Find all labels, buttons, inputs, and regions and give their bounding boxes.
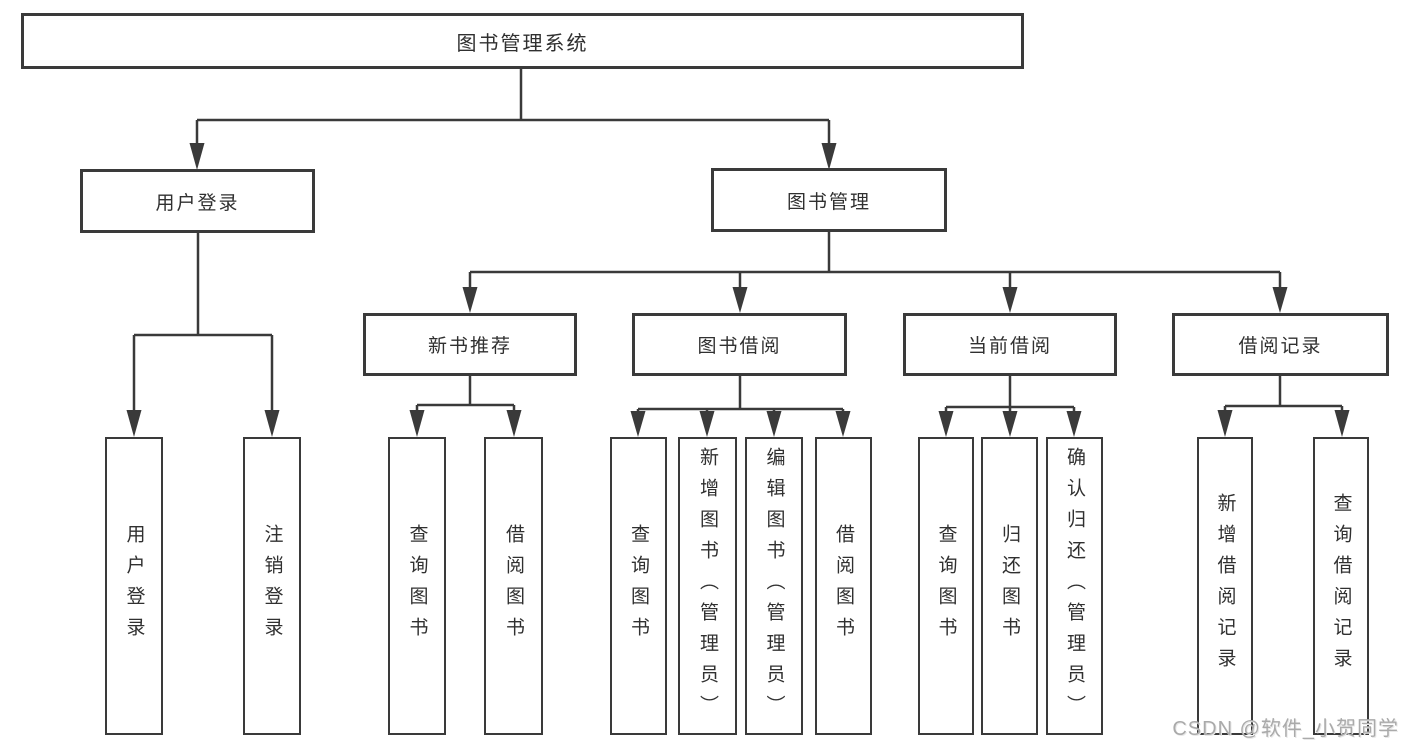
- leaf-query-books-1: 查询图书: [388, 437, 446, 735]
- connector-user-login-to-leaves: [126, 233, 280, 437]
- leaf-edit-books-admin: 编辑图书（管理员）: [745, 437, 803, 735]
- node-root-system: 图书管理系统: [21, 13, 1024, 69]
- node-user-login: 用户登录: [80, 169, 315, 233]
- node-borrow-records: 借阅记录: [1172, 313, 1389, 376]
- connector-root-to-level2: [189, 69, 837, 170]
- leaf-logout: 注销登录: [243, 437, 301, 735]
- leaf-user-login: 用户登录: [105, 437, 163, 735]
- node-book-borrowing: 图书借阅: [632, 313, 847, 376]
- connector-book-borrow-to-leaves: [630, 376, 851, 437]
- leaf-query-books-3: 查询图书: [918, 437, 974, 735]
- leaf-add-books-admin: 新增图书（管理员）: [678, 437, 737, 735]
- connector-current-borrow-to-leaves: [938, 376, 1082, 437]
- connector-borrow-records-to-leaves: [1217, 376, 1350, 437]
- leaf-confirm-return-admin: 确认归还（管理员）: [1046, 437, 1103, 735]
- csdn-watermark: CSDN @软件_小贺同学: [1172, 718, 1399, 740]
- leaf-borrow-books-2: 借阅图书: [815, 437, 872, 735]
- node-new-book-recommend: 新书推荐: [363, 313, 577, 376]
- leaf-query-books-2: 查询图书: [610, 437, 667, 735]
- leaf-return-books: 归还图书: [981, 437, 1038, 735]
- connector-new-book-rec-to-leaves: [409, 376, 522, 437]
- node-current-borrowing: 当前借阅: [903, 313, 1117, 376]
- connector-book-management-to-level3: [462, 232, 1288, 313]
- leaf-query-borrow-record: 查询借阅记录: [1313, 437, 1369, 735]
- leaf-borrow-books-1: 借阅图书: [484, 437, 543, 735]
- leaf-add-borrow-record: 新增借阅记录: [1197, 437, 1253, 735]
- node-book-management: 图书管理: [711, 168, 947, 232]
